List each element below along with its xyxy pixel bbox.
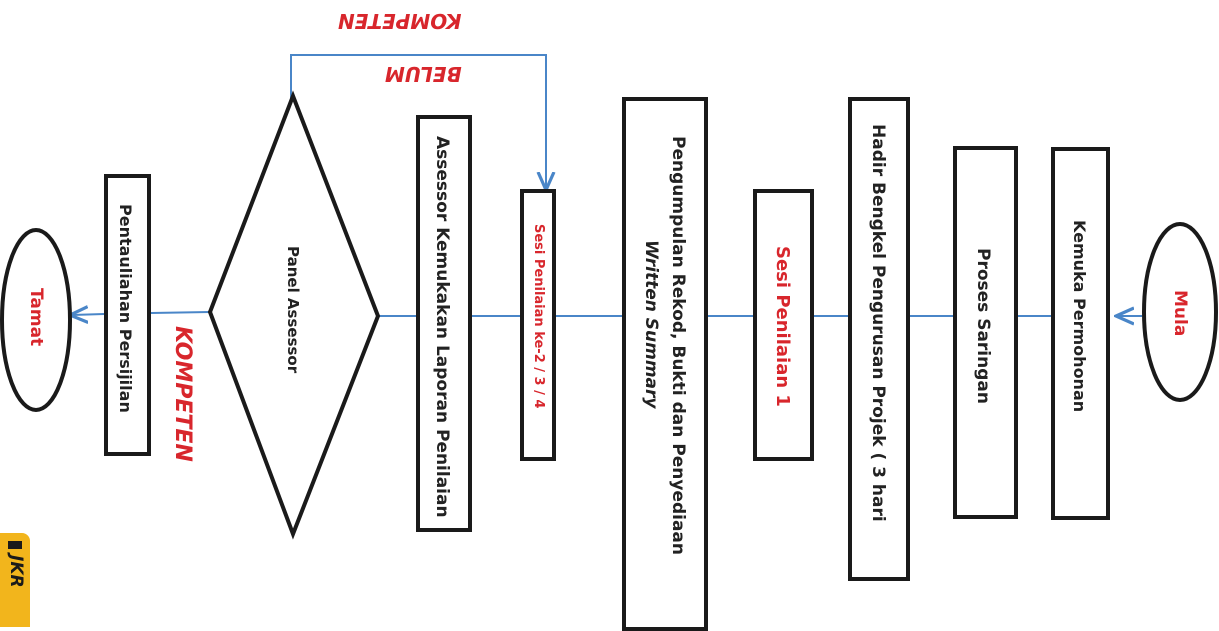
connector-panel-pentauliahan bbox=[150, 311, 211, 314]
jkr-logo-text: JKR bbox=[6, 555, 26, 588]
panel-assessor-diamond bbox=[207, 90, 381, 540]
panel-assessor-label: Panel Assessor bbox=[284, 246, 302, 374]
sesi-penilaian-234-label: Sesi Penilaian ke-2 / 3 / 4 bbox=[531, 224, 546, 409]
mula-terminal bbox=[1142, 222, 1218, 402]
jkr-logo-bar bbox=[8, 541, 22, 549]
box-proses-saringan bbox=[953, 146, 1018, 519]
mula-label: Mula bbox=[1170, 290, 1190, 337]
tamat-label: Tamat bbox=[26, 288, 46, 347]
box-kemuka-permohonan bbox=[1051, 147, 1110, 520]
box-assessor-laporan bbox=[416, 115, 472, 532]
belum-loop-connector bbox=[290, 54, 546, 188]
jkr-logo: JKR bbox=[0, 533, 30, 627]
kompeten-edge-label: KOMPETEN bbox=[170, 326, 195, 462]
pengumpulan-label-line2: Written Summary bbox=[641, 240, 661, 409]
box-pentauliahan bbox=[104, 174, 151, 456]
box-sesi-penilaian-234 bbox=[520, 189, 556, 461]
tamat-terminal bbox=[0, 228, 72, 412]
hadir-bengkel-label: Hadir Bengkel Pengurusan Projek ( 3 hari bbox=[868, 124, 888, 522]
proses-saringan-label: Proses Saringan bbox=[973, 248, 993, 404]
belum-edge-label: BELUM bbox=[385, 62, 462, 86]
kompeten-top-edge-label: KOMPETEN bbox=[338, 9, 462, 33]
sesi-penilaian-1-label: Sesi Penilaian 1 bbox=[772, 246, 793, 407]
pengumpulan-label-line1: Pengumpulan Rekod, Bukti dan Penyediaan bbox=[668, 136, 688, 556]
kemuka-permohonan-label: Kemuka Permohonan bbox=[1070, 220, 1089, 413]
arrow-pentauliahan-to-tamat bbox=[72, 314, 105, 315]
box-sesi-penilaian-1 bbox=[753, 189, 814, 461]
pentauliahan-label: Pentauliahan Persijilan bbox=[116, 204, 135, 413]
assessor-laporan-label: Assessor Kemukakan Laporan Penilaian bbox=[432, 136, 452, 518]
box-hadir-bengkel bbox=[848, 97, 910, 581]
box-pengumpulan bbox=[622, 97, 708, 631]
